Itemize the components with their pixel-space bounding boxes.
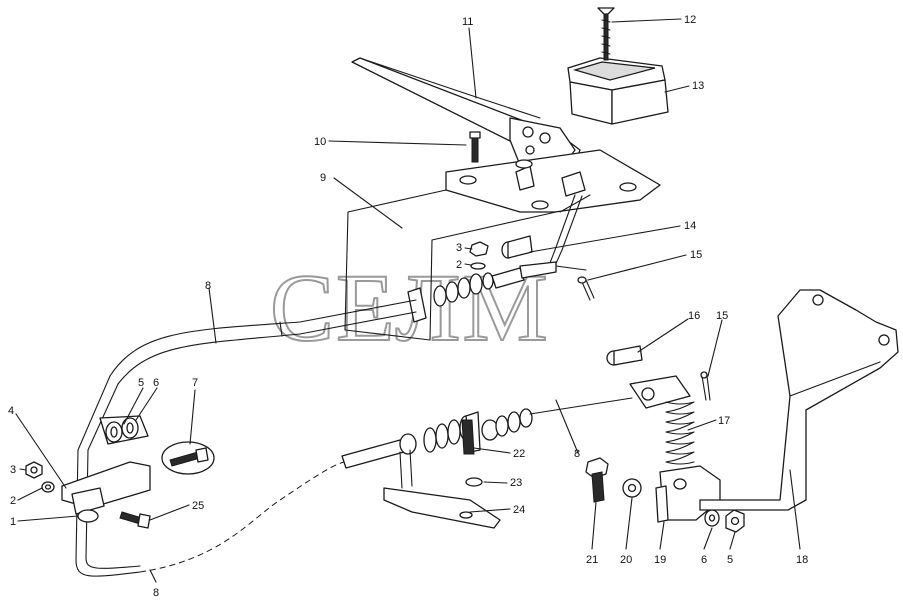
part-5-lower-nut — [725, 509, 745, 533]
callout-labels: 11 12 13 10 9 14 3 2 15 8 16 15 5 6 7 4 … — [8, 14, 808, 599]
callout-3-lower: 3 — [10, 464, 16, 476]
callout-5-left: 5 — [138, 377, 144, 389]
lower-cable-dashed — [139, 461, 345, 573]
callout-23: 23 — [510, 477, 522, 489]
callout-19: 19 — [654, 554, 666, 566]
part-8-cable-tube — [75, 299, 417, 577]
part-15-lower-cotter-pin — [700, 371, 711, 401]
part-13-pedal-pad — [567, 57, 669, 125]
callout-25: 25 — [192, 500, 204, 512]
callout-8-mid: 8 — [574, 448, 580, 460]
part-6-lower-washer — [704, 509, 720, 527]
part-21-bolt — [585, 457, 609, 503]
callout-18: 18 — [796, 554, 808, 566]
callout-4: 4 — [8, 405, 14, 417]
callout-8-lower: 8 — [153, 587, 159, 599]
callout-15-lower: 15 — [716, 310, 728, 322]
callout-1: 1 — [10, 516, 16, 528]
watermark: СЕЛМ — [270, 254, 550, 361]
part-25-bolt — [119, 511, 151, 529]
callout-16: 16 — [688, 310, 700, 322]
part-22-bolt — [461, 419, 475, 455]
callout-11: 11 — [462, 16, 473, 28]
part-12-screw — [597, 7, 615, 61]
callout-8-upper: 8 — [205, 280, 211, 292]
part-3-lower-nut — [25, 461, 43, 479]
part-18-large-bracket — [699, 289, 899, 511]
part-3-upper-nut — [469, 241, 489, 257]
part-1-clamp — [71, 487, 105, 523]
callout-21: 21 — [586, 554, 598, 566]
callout-6-left: 6 — [153, 377, 159, 389]
part-16-pin — [606, 345, 643, 366]
part-11-pedal-lever — [351, 57, 581, 171]
callout-22: 22 — [513, 448, 525, 460]
callout-10: 10 — [314, 136, 326, 148]
callout-24: 24 — [513, 504, 525, 516]
part-9-bracket — [344, 149, 661, 341]
callout-7: 7 — [192, 377, 198, 389]
leader-lines — [15, 18, 801, 583]
callout-13: 13 — [692, 80, 704, 92]
callout-14: 14 — [684, 220, 696, 232]
part-17-spring — [665, 401, 695, 465]
part-10-bolt — [469, 131, 481, 163]
callout-9: 9 — [320, 172, 326, 184]
part-2-upper-washer — [470, 262, 486, 270]
callout-20: 20 — [620, 554, 632, 566]
callout-6-right: 6 — [701, 554, 707, 566]
callout-15-upper: 15 — [690, 249, 702, 261]
callout-5-right: 5 — [727, 554, 733, 566]
part-15-upper-cotter-pin — [577, 276, 595, 301]
callout-3-upper: 3 — [456, 242, 462, 254]
part-23-washer — [465, 477, 483, 487]
part-2-lower-washer — [41, 481, 55, 493]
callout-12: 12 — [684, 14, 696, 26]
part-5-6-bushings — [99, 415, 149, 445]
part-20-washer — [622, 478, 642, 498]
part-7-bolt — [161, 441, 215, 475]
upper-cable-bellows — [407, 261, 587, 323]
callout-17: 17 — [718, 415, 730, 427]
callout-2-upper: 2 — [456, 259, 462, 271]
lower-cable-bellows — [341, 397, 633, 469]
callout-2-lower: 2 — [10, 495, 16, 507]
part-24-bracket — [383, 449, 501, 529]
